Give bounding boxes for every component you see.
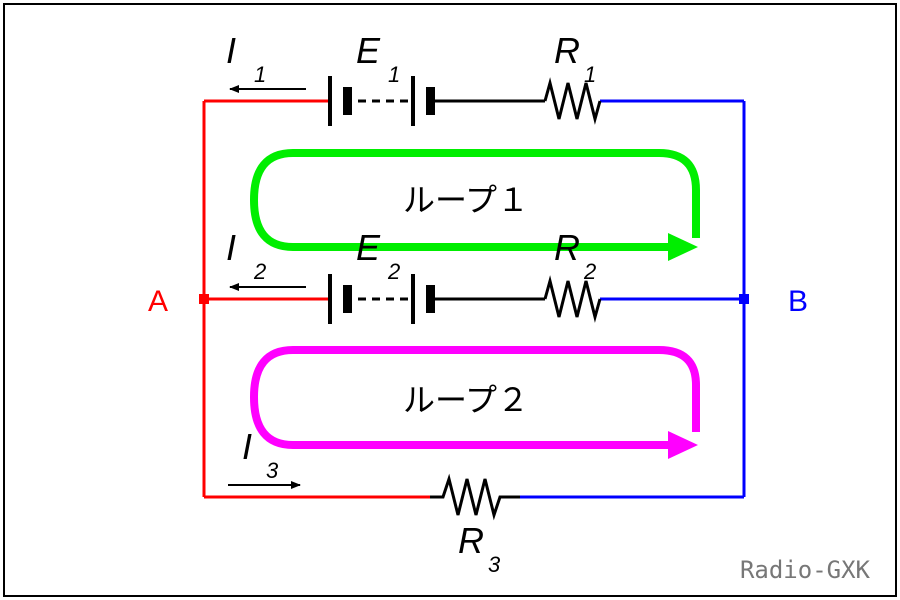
node-a-label: A (148, 285, 168, 318)
loop2-arrow (250, 346, 700, 459)
resistor-r3 (430, 473, 520, 521)
emf-e1-label: E1 (356, 30, 400, 87)
resistor-r1 (543, 77, 602, 125)
watermark-text: Radio-GXK (740, 556, 871, 584)
battery-e2 (328, 274, 435, 324)
resistor-r1-label: R1 (554, 30, 596, 87)
loop1-label: ループ１ (403, 182, 529, 218)
resistor-r2-label: R2 (554, 227, 596, 284)
current-i3-label: I3 (242, 426, 279, 483)
node-b-dot (739, 294, 749, 304)
emf-e2-label: E2 (356, 227, 400, 284)
resistor-r2 (543, 275, 602, 323)
resistor-r3-label: R3 (458, 520, 501, 577)
node-b-label: B (788, 285, 808, 318)
battery-e1 (328, 76, 435, 126)
loop1-arrow (250, 149, 700, 261)
current-i1-label: I1 (226, 30, 266, 87)
loop2-label: ループ２ (403, 382, 529, 418)
node-a-dot (199, 294, 209, 304)
current-i2-label: I2 (226, 227, 266, 284)
